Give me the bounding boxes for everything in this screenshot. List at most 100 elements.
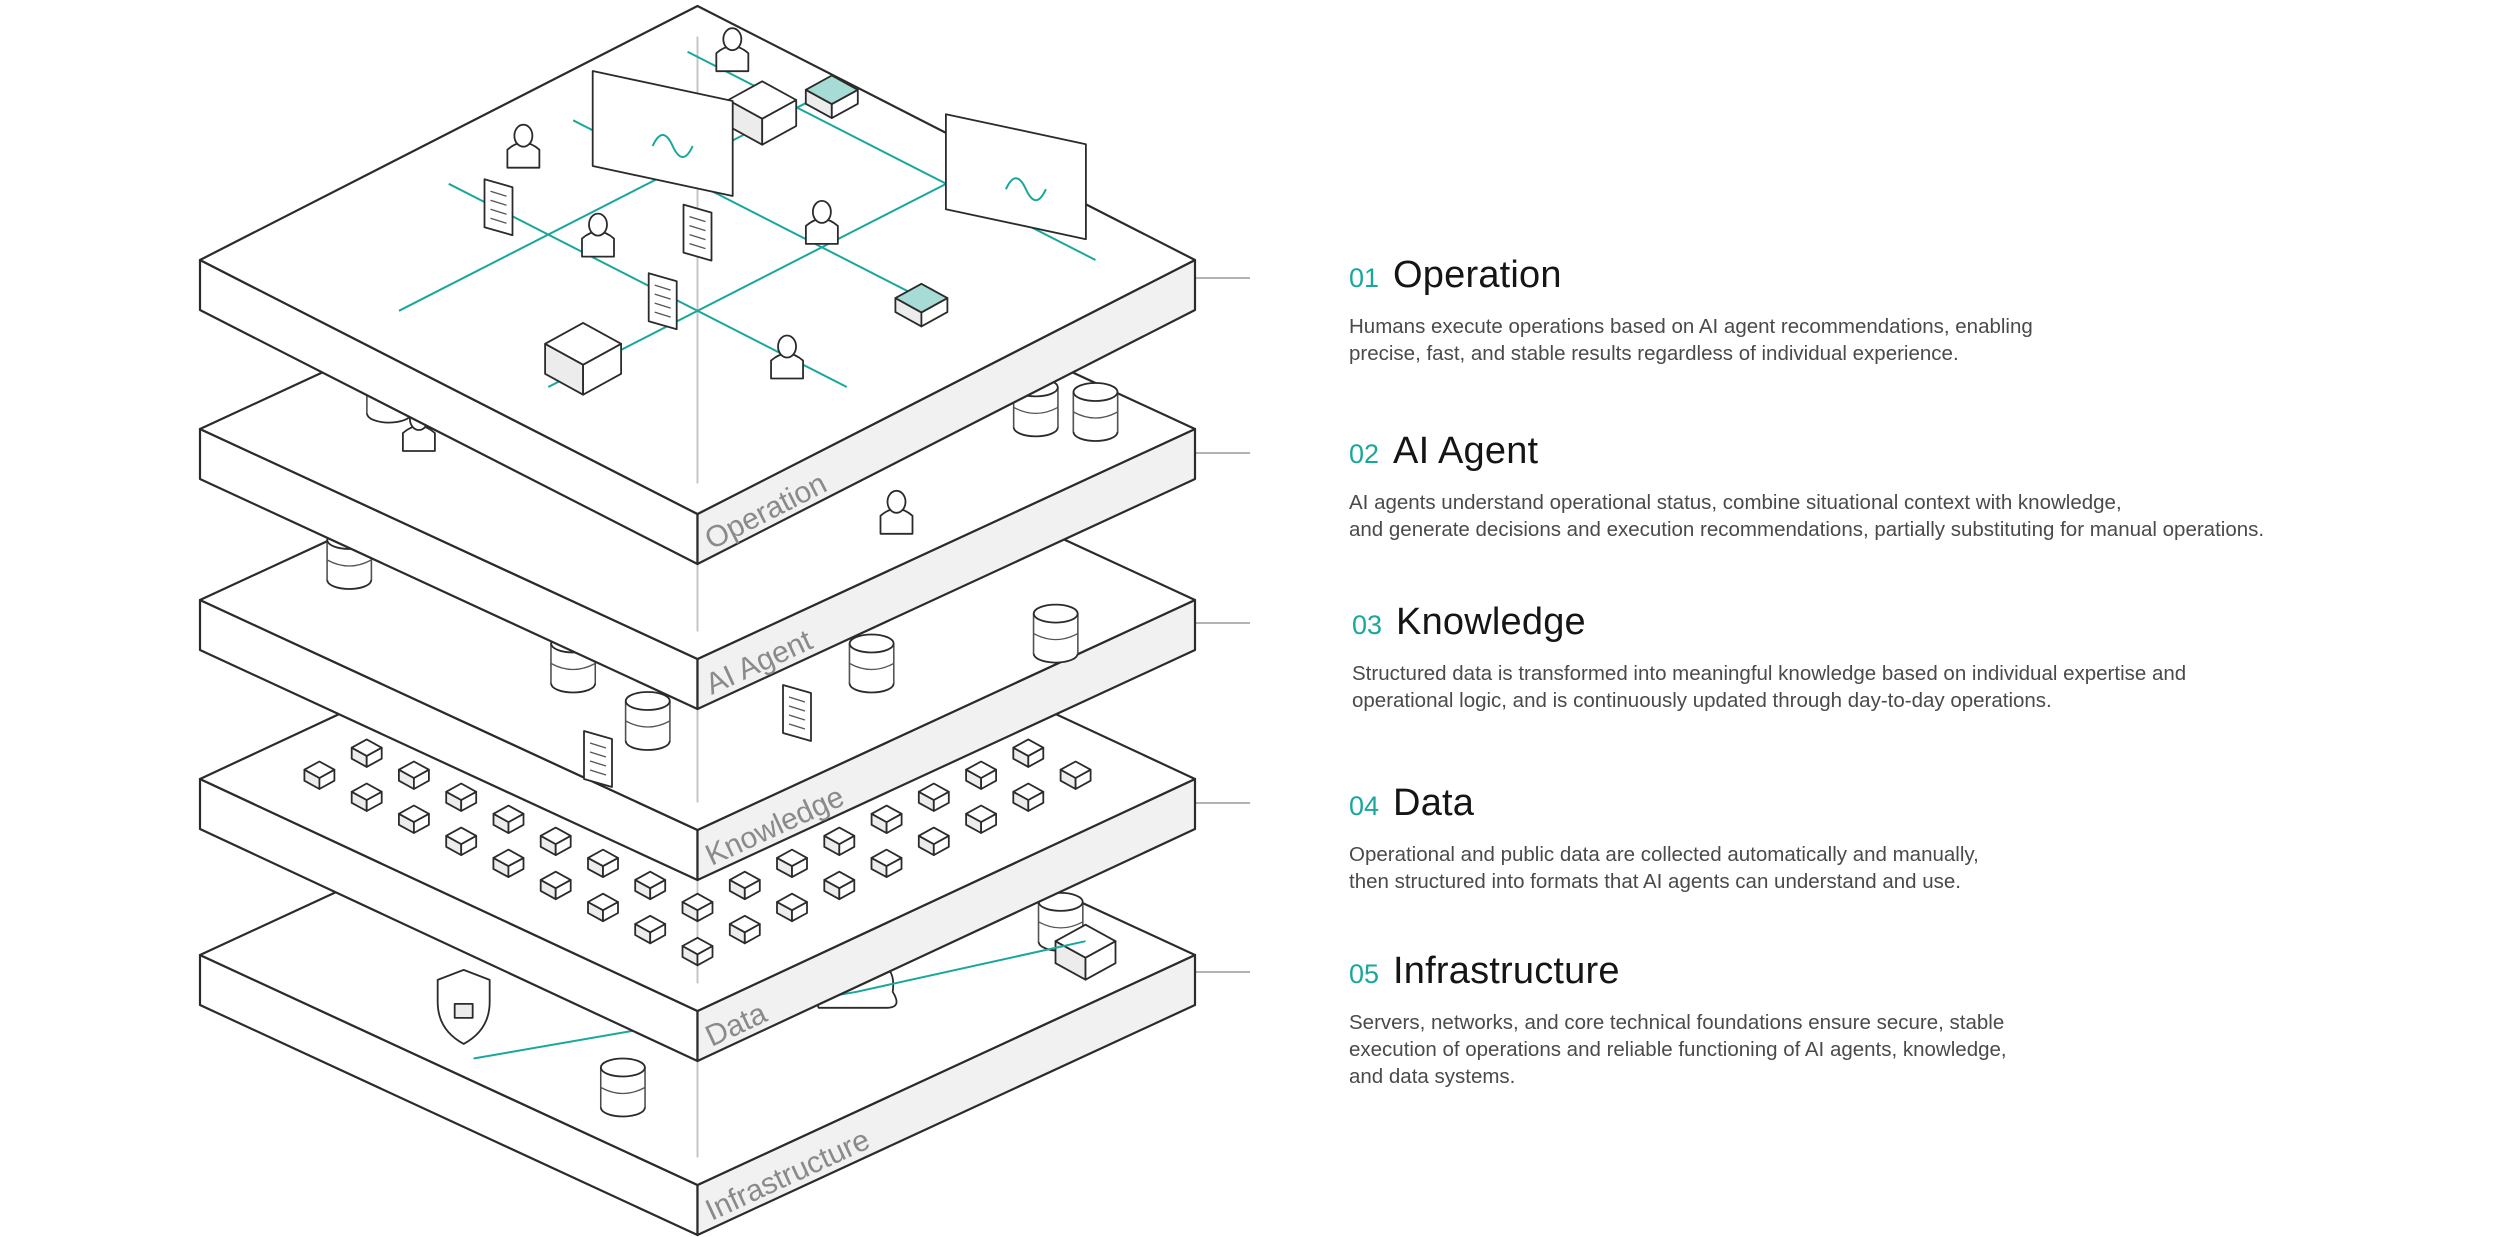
data-cube-icon-top — [681, 936, 714, 956]
document-icon — [583, 730, 613, 788]
database-icon-band — [550, 662, 596, 671]
legend-head: 04 Data — [1349, 782, 2429, 825]
legend-head: 05 Infrastructure — [1349, 950, 2429, 993]
monitor-screen — [945, 113, 1087, 241]
data-cube-icon-top — [1012, 738, 1045, 757]
network-line — [473, 940, 1086, 1060]
database-icon-band — [625, 720, 671, 728]
data-cube-icon — [445, 782, 478, 812]
monitor-chart-line — [651, 134, 694, 158]
document-icon — [782, 684, 812, 742]
database-icon — [1032, 603, 1079, 664]
server-icon — [804, 74, 859, 119]
document-icon-sheet — [682, 203, 713, 262]
person-icon — [581, 212, 615, 258]
legend-head: 02 AI Agent — [1349, 430, 2429, 473]
data-cube-icon — [823, 870, 856, 901]
database-icon — [1072, 382, 1119, 442]
database-icon — [599, 1057, 646, 1118]
document-icon-text-line — [490, 190, 507, 197]
legend-head: 01 Operation — [1349, 254, 2429, 297]
legend-number: 04 — [1349, 791, 1380, 821]
legend-description: Structured data is transformed into mean… — [1352, 662, 2187, 712]
person-icon-head — [777, 334, 797, 359]
data-cube-icon — [445, 826, 478, 856]
data-cube-icon-top — [917, 782, 950, 801]
legend-item-data: 04 Data Operational and public data are … — [1349, 782, 2429, 895]
document-icon-text-line — [689, 242, 706, 250]
person-icon — [715, 27, 750, 73]
server-icon — [544, 321, 622, 396]
document-icon-text-line — [788, 723, 806, 730]
server-icon — [894, 282, 949, 328]
data-cube-icon — [303, 760, 336, 790]
document-icon — [682, 203, 713, 262]
data-cube-icon-top — [1059, 760, 1092, 779]
document-icon-text-line — [589, 760, 607, 767]
legend-item-infrastructure: 05 Infrastructure Servers, networks, and… — [1349, 950, 2429, 1090]
data-cube-icon — [870, 804, 903, 834]
document-icon-text-line — [589, 751, 607, 758]
database-icon-band — [849, 662, 894, 671]
document-icon-sheet — [583, 730, 613, 788]
database-icon-band — [1073, 411, 1118, 419]
database-icon-top — [599, 1057, 646, 1078]
data-cube-icon-top — [823, 826, 856, 845]
data-cube-icon-top — [303, 760, 336, 779]
database-icon — [1012, 377, 1059, 438]
monitor-chart-line — [1004, 177, 1047, 202]
database-icon-top — [624, 691, 671, 711]
monitor-chart-icon — [591, 70, 734, 197]
legend-description: Humans execute operations based on AI ag… — [1349, 315, 2033, 365]
data-cube-icon — [587, 892, 619, 923]
database-icon-band — [1038, 921, 1083, 929]
data-cube-icon — [1012, 782, 1045, 812]
data-cube-icon — [634, 870, 667, 901]
data-cube-icon — [350, 782, 383, 812]
data-cube-icon — [965, 760, 997, 790]
database-icon — [848, 633, 895, 694]
legend-number: 01 — [1349, 263, 1380, 293]
person-icon-head — [886, 489, 907, 514]
document-icon-text-line — [654, 284, 671, 291]
database-icon-top — [1032, 603, 1079, 624]
data-cube-icon-top — [776, 848, 808, 867]
document-icon-text-line — [788, 696, 806, 703]
layer-icons — [398, 27, 1096, 396]
legend-title: Infrastructure — [1393, 950, 1620, 992]
monitor-screen — [591, 70, 734, 197]
data-cube-icon-top — [965, 760, 997, 779]
data-cube-icon — [492, 804, 525, 834]
person-icon-head — [811, 199, 832, 224]
legend-description: Servers, networks, and core technical fo… — [1349, 1011, 2007, 1088]
data-cube-icon-top — [492, 804, 525, 823]
document-icon-text-line — [490, 208, 507, 215]
data-cube-icon-top — [776, 892, 808, 912]
person-icon — [879, 489, 914, 535]
document-icon — [483, 178, 514, 237]
legend-title: AI Agent — [1393, 430, 1539, 472]
person-icon-head — [722, 27, 743, 52]
data-cube-icon-top — [634, 914, 667, 934]
document-icon-sheet — [483, 178, 514, 237]
data-cube-icon — [539, 870, 572, 901]
data-cube-icon-top — [1012, 782, 1045, 801]
data-cube-icon — [397, 760, 430, 790]
data-cube-icon-top — [350, 782, 383, 801]
document-icon-text-line — [689, 233, 706, 241]
data-cube-icon — [917, 782, 950, 812]
data-cube-icon — [917, 826, 950, 856]
data-cube-icon — [965, 804, 997, 834]
document-icon-text-line — [689, 215, 706, 223]
data-cube-icon-top — [870, 804, 903, 823]
database-icon-top — [1072, 382, 1119, 402]
document-icon — [647, 272, 678, 331]
data-cube-icon — [587, 848, 619, 878]
document-icon-sheet — [647, 272, 678, 331]
document-icon-text-line — [589, 769, 607, 776]
data-cube-icon-top — [728, 870, 761, 890]
data-cube-icon — [681, 936, 714, 967]
data-cube-icon — [539, 826, 572, 856]
data-cube-icon — [870, 848, 903, 878]
person-icon — [804, 199, 839, 245]
